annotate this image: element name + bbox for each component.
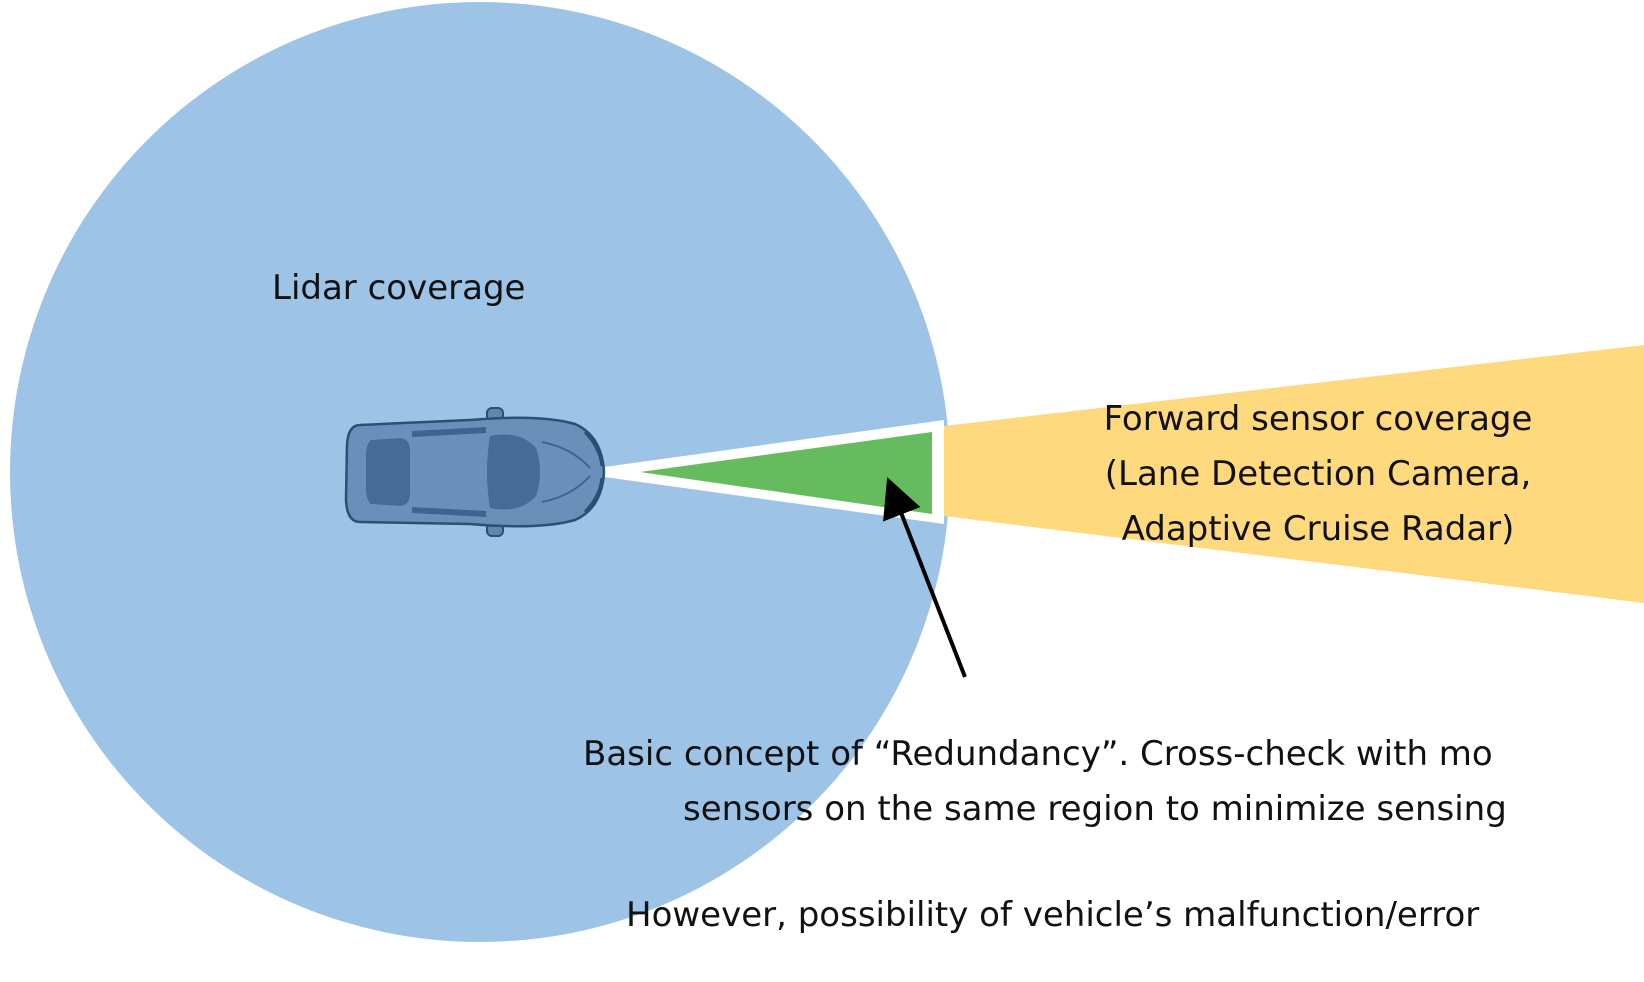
arrow-icon <box>883 477 967 678</box>
redundancy-overlap-area <box>640 432 932 514</box>
lidar-coverage-label: Lidar coverage <box>272 268 525 308</box>
car-top-view-icon <box>344 407 606 537</box>
forward-coverage-label-line3: Adaptive Cruise Radar) <box>1122 509 1515 549</box>
malfunction-caption: However, possibility of vehicle’s malfun… <box>626 895 1479 935</box>
redundancy-caption-line2: sensors on the same region to minimize s… <box>683 789 1507 829</box>
forward-coverage-label-line1: Forward sensor coverage <box>1104 399 1533 439</box>
redundancy-caption-line1: Basic concept of “Redundancy”. Cross-che… <box>583 734 1493 774</box>
forward-coverage-label-line2: (Lane Detection Camera, <box>1105 454 1532 494</box>
forward-sensor-coverage-area <box>944 345 1644 603</box>
